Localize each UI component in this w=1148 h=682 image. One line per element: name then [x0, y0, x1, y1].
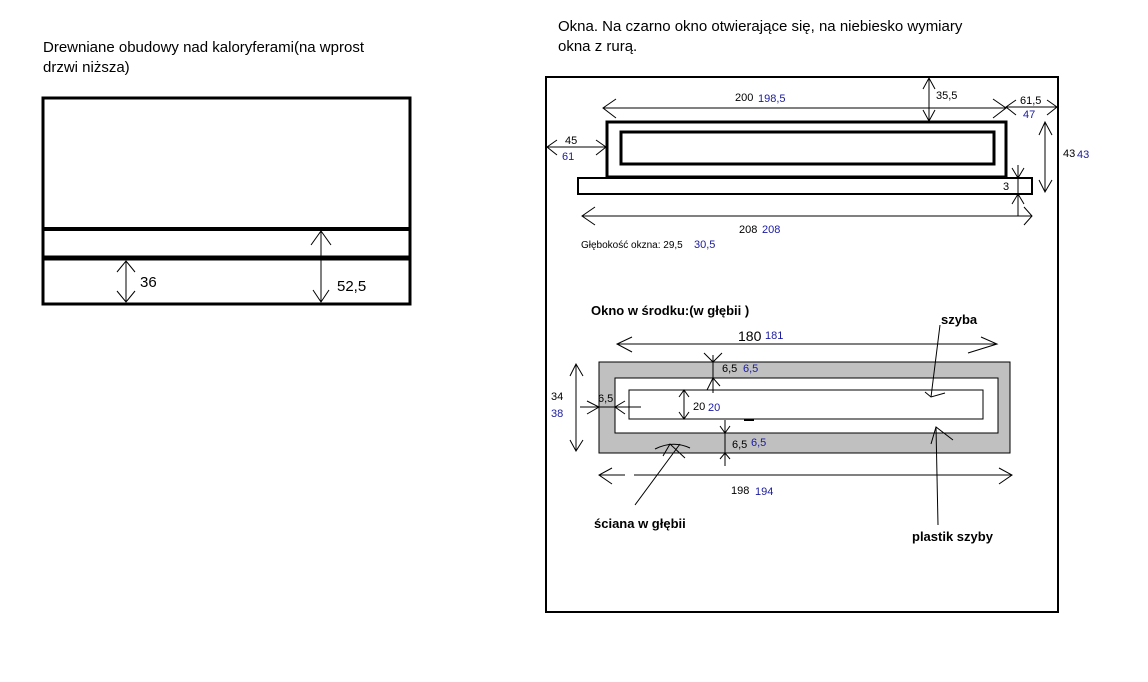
dim-43: 43	[1063, 148, 1075, 160]
inner-window-title: Okno w środku:(w głębii )	[591, 303, 749, 318]
dim-bottom-6-5: 6,5	[732, 439, 747, 451]
dim-180: 180	[738, 328, 762, 344]
dim-3: 3	[1003, 181, 1009, 193]
dim-bottom-6-5-blue: 6,5	[751, 437, 766, 449]
window-frame-border	[545, 76, 1059, 613]
depth-blue: 30,5	[694, 239, 715, 251]
dim-36-label: 36	[140, 274, 157, 291]
dim-20: 20	[693, 401, 705, 413]
dim-34-blue: 38	[551, 408, 563, 420]
dim-arrow-52-5	[310, 230, 332, 303]
dim-20-blue: 20	[708, 402, 720, 414]
left-title-line2: drzwi niższa)	[43, 59, 130, 76]
radiator-cover-diagram: Drewniane obudowy nad kaloryferami(na wp…	[41, 39, 412, 306]
dim-arrow-36	[116, 260, 136, 303]
opening-window-diagram: 200 198,5 35,5 61,5 47 45 61 43 43 3 208…	[546, 76, 1089, 251]
dim-208-blue: 208	[762, 224, 780, 236]
dim-208: 208	[739, 224, 757, 236]
right-title-line1: Okna. Na czarno okno otwierające się, na…	[558, 18, 963, 35]
dim-45-blue: 61	[562, 151, 574, 163]
dim-top-6-5: 6,5	[722, 363, 737, 375]
dim-198: 198	[731, 485, 749, 497]
dim-35-5: 35,5	[936, 90, 957, 102]
dim-top-6-5-blue: 6,5	[743, 363, 758, 375]
dim-61-5: 61,5	[1020, 95, 1041, 107]
right-title-line2: okna z rurą.	[558, 38, 637, 55]
cover-outline	[41, 96, 412, 306]
dim-43-blue: 43	[1077, 149, 1089, 161]
dim-left-6-5: 6,5	[598, 393, 613, 405]
window-outer	[605, 120, 1008, 179]
dim-200: 200	[735, 92, 753, 104]
dim-200-blue: 198,5	[758, 93, 786, 105]
left-title-line1: Drewniane obudowy nad kaloryferami(na wp…	[43, 39, 365, 56]
glass-pane	[628, 389, 984, 420]
inner-window-diagram: Okno w środku:(w głębii ) 180 181 6,5 6,…	[551, 303, 1013, 544]
dim-180-blue: 181	[765, 330, 783, 342]
label-sciana: ściana w głębii	[594, 516, 686, 531]
label-szyba: szyba	[941, 312, 978, 327]
label-plastik-szyby: plastik szyby	[912, 529, 994, 544]
dim-arrows-top	[546, 76, 1058, 226]
dim-198-blue: 194	[755, 486, 773, 498]
dim-45: 45	[565, 135, 577, 147]
dim-arrows-inner	[569, 324, 1013, 526]
depth-label: Głębokość okzna: 29,5	[581, 240, 683, 251]
window-sill	[577, 177, 1033, 195]
dim-61-5-blue: 47	[1023, 109, 1035, 121]
dim-52-5-label: 52,5	[337, 278, 366, 295]
dim-34: 34	[551, 391, 563, 403]
window-inner	[619, 130, 996, 166]
